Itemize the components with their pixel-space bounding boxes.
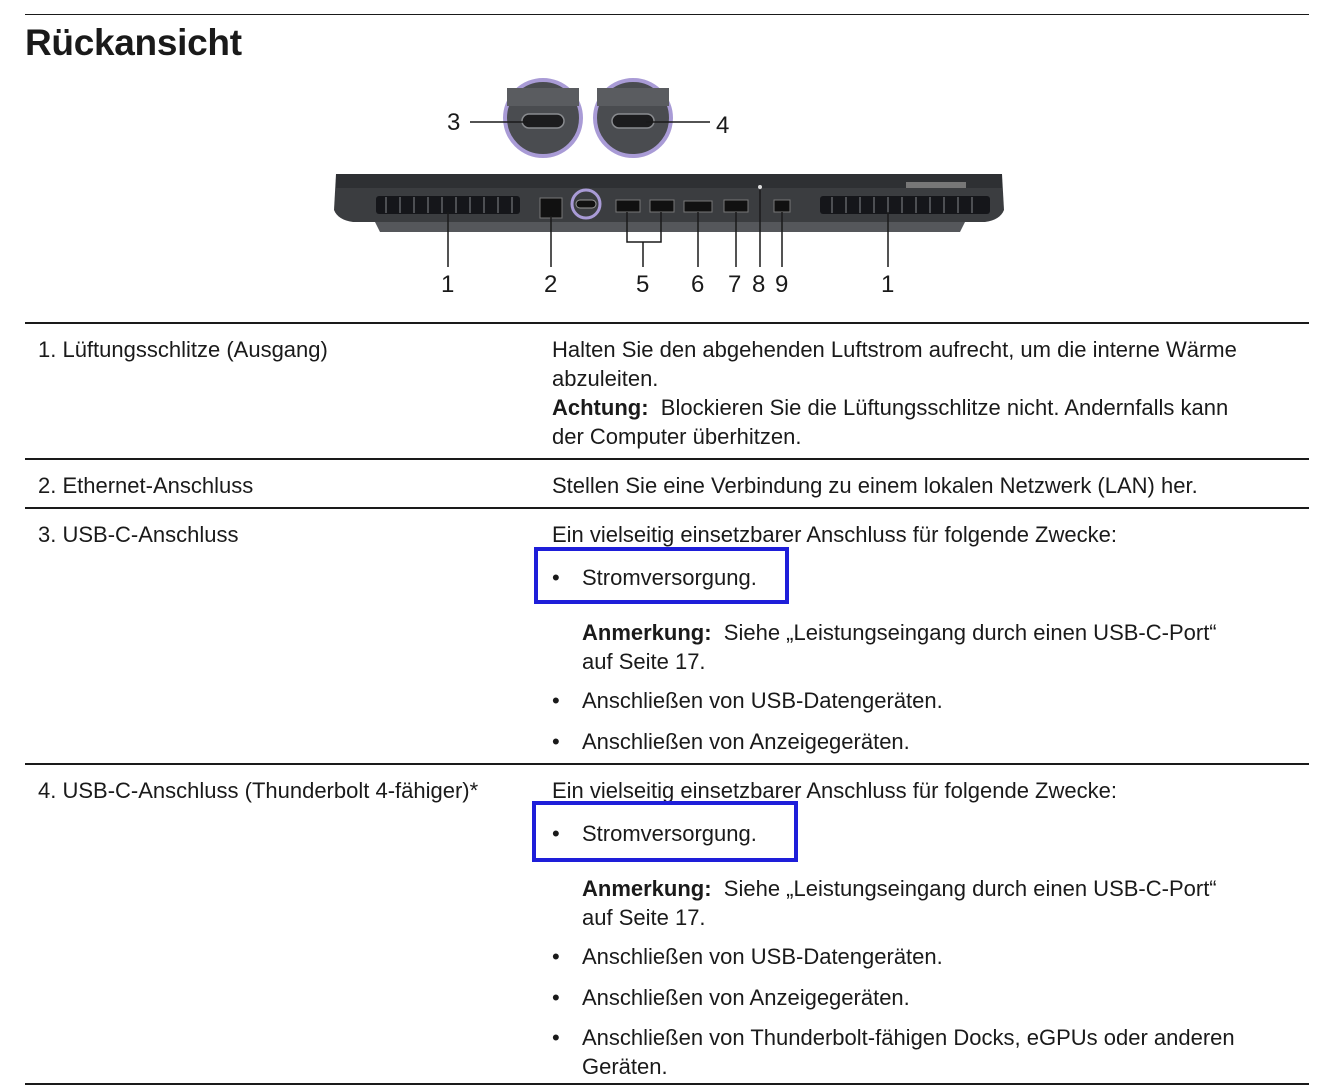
callout-5: 5	[636, 271, 649, 298]
table-row: 1. Lüftungsschlitze (Ausgang) Halten Sie…	[25, 322, 1309, 459]
row-label-ethernet: 2. Ethernet-Anschluss	[38, 473, 254, 498]
table-row: 2. Ethernet-Anschluss Stellen Sie eine V…	[25, 458, 1309, 508]
laptop-rear-body	[334, 174, 1004, 232]
note-text: Anmerkung: Siehe „Leistungseingang durch…	[582, 618, 1302, 676]
bullet-text: Geräten.	[582, 1054, 668, 1079]
callout-9: 9	[775, 271, 788, 298]
highlight-box	[532, 801, 798, 862]
callout-8: 8	[752, 271, 765, 298]
note-line: auf Seite 17.	[582, 905, 706, 930]
note-label: Anmerkung:	[582, 876, 712, 901]
row-label-vents: 1. Lüftungsschlitze (Ausgang)	[38, 337, 328, 362]
bullet-text: Anschließen von USB-Datengeräten.	[582, 688, 943, 713]
callout-7: 7	[728, 271, 741, 298]
desc-intro: Ein vielseitig einsetzbarer Anschluss fü…	[552, 522, 1117, 547]
rear-view-figure: 3 4	[334, 78, 1004, 298]
note-line: auf Seite 17.	[582, 649, 706, 674]
bullet-dot: •	[552, 729, 560, 754]
table-row: 3. USB-C-Anschluss Ein vielseitig einset…	[25, 507, 1309, 764]
top-rule	[25, 14, 1309, 15]
row-label-usb-c: 3. USB-C-Anschluss	[38, 522, 239, 547]
callout-2: 2	[544, 271, 557, 298]
bullet-dot: •	[552, 565, 560, 590]
note-line: Siehe „Leistungseingang durch einen USB-…	[723, 620, 1217, 645]
callout-6: 6	[691, 271, 704, 298]
highlight-box	[534, 547, 789, 604]
callout-1-left: 1	[441, 271, 454, 298]
row-label-thunderbolt: 4. USB-C-Anschluss (Thunderbolt 4-fähige…	[38, 778, 479, 803]
callout-3: 3	[447, 109, 460, 136]
note-text: Anmerkung: Siehe „Leistungseingang durch…	[582, 874, 1302, 932]
callout-4: 4	[716, 112, 729, 139]
bullet-dot: •	[552, 821, 560, 846]
bullet-text: Anschließen von USB-Datengeräten.	[582, 944, 943, 969]
bullet-dot: •	[552, 985, 560, 1010]
bullet-text: Stromversorgung.	[582, 821, 757, 846]
caution-line: Blockieren Sie die Lüftungsschlitze nich…	[660, 395, 1229, 420]
bullet-text: Anschließen von Anzeigegeräten.	[582, 985, 910, 1010]
bullet-dot: •	[552, 1025, 560, 1050]
bullet-text: Anschließen von Thunderbolt-fähigen Dock…	[582, 1025, 1235, 1050]
row-desc-usb-c: Ein vielseitig einsetzbarer Anschluss fü…	[552, 520, 1302, 760]
bullet-dot: •	[552, 688, 560, 713]
zoom-circle-thunderbolt	[593, 78, 673, 158]
bullet-dot: •	[552, 944, 560, 969]
zoom-circle-usb-c	[503, 78, 583, 158]
row-desc-thunderbolt: Ein vielseitig einsetzbarer Anschluss fü…	[552, 776, 1302, 1079]
desc-line: abzuleiten.	[552, 366, 659, 391]
page-title: Rückansicht	[25, 22, 242, 63]
desc-line: Halten Sie den abgehenden Luftstrom aufr…	[552, 337, 1237, 362]
caution-text: Achtung: Blockieren Sie die Lüftungsschl…	[552, 393, 1302, 422]
caution-label: Achtung:	[552, 395, 649, 420]
caution-line: der Computer überhitzen.	[552, 424, 802, 449]
table-row: 4. USB-C-Anschluss (Thunderbolt 4-fähige…	[25, 763, 1309, 1085]
row-desc-ethernet: Stellen Sie eine Verbindung zu einem lok…	[552, 471, 1302, 500]
callout-1-right: 1	[881, 271, 894, 298]
note-label: Anmerkung:	[582, 620, 712, 645]
desc-line: Stellen Sie eine Verbindung zu einem lok…	[552, 473, 1198, 498]
row-desc-vents: Halten Sie den abgehenden Luftstrom aufr…	[552, 335, 1302, 451]
bullet-text: Anschließen von Anzeigegeräten.	[582, 729, 910, 754]
note-line: Siehe „Leistungseingang durch einen USB-…	[723, 876, 1217, 901]
desc-intro: Ein vielseitig einsetzbarer Anschluss fü…	[552, 778, 1117, 803]
bullet-text: Stromversorgung.	[582, 565, 757, 590]
